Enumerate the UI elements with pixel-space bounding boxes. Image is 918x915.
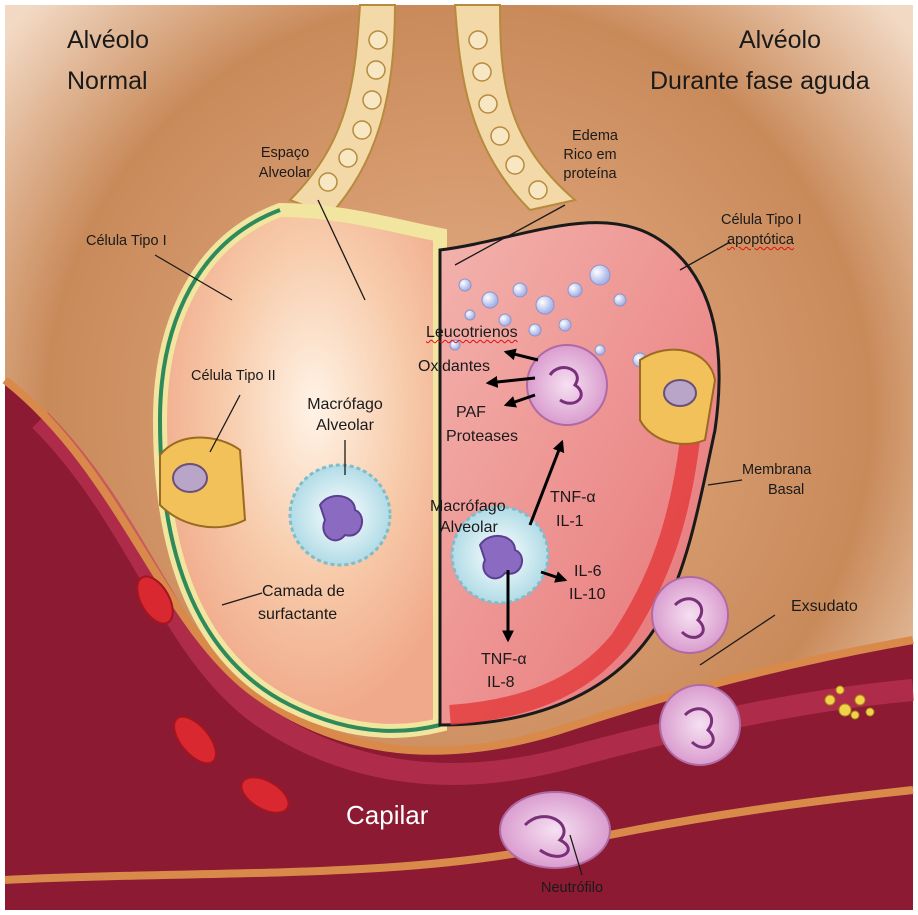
label-oxidantes: Oxidantes (418, 357, 490, 376)
label-tnf-il1-line2: IL-1 (556, 512, 584, 531)
macrophage-normal (290, 465, 390, 565)
label-macrofago-acute-line1: Macrófago (430, 497, 506, 516)
label-leucotrienos: Leucotrienos (426, 323, 518, 342)
label-celula-tipo1-apop-line1: Célula Tipo I (721, 212, 802, 229)
label-camada-line1: Camada de (262, 582, 345, 601)
label-espaco-line1: Espaço (245, 145, 325, 162)
label-edema-line1: Edema (555, 128, 635, 145)
label-celula-tipo2: Célula Tipo II (191, 368, 276, 385)
title-normal-line2: Normal (67, 66, 148, 96)
label-il10: IL-10 (569, 585, 605, 604)
label-celula-tipo1-apop-line2: apoptótica (727, 232, 794, 249)
label-espaco-line2: Alveolar (245, 165, 325, 182)
label-membrana-line1: Membrana (742, 462, 811, 479)
label-macrofago-acute-line2: Alveolar (440, 518, 498, 537)
title-acute-line1: Alvéolo (705, 25, 855, 55)
label-tnf-il8-line1: TNF-α (481, 650, 527, 669)
label-camada-line2: surfactante (258, 605, 337, 624)
label-tnf-il1-line1: TNF-α (550, 488, 596, 507)
label-macrofago-normal-line2: Alveolar (290, 416, 400, 435)
label-neutrofilo: Neutrófilo (541, 880, 603, 897)
label-capilar: Capilar (346, 800, 428, 831)
label-edema-line2: Rico em (545, 147, 635, 164)
title-acute-line2: Durante fase aguda (650, 66, 870, 96)
type-ii-cell-acute (640, 350, 715, 444)
label-membrana-line2: Basal (768, 482, 804, 499)
label-macrofago-normal-line1: Macrófago (290, 395, 400, 414)
label-celula-tipo1: Célula Tipo I (86, 233, 167, 250)
label-proteases: Proteases (446, 427, 518, 446)
type-ii-cell (160, 438, 245, 528)
label-edema-line3: proteína (545, 166, 635, 183)
title-normal-line1: Alvéolo (67, 25, 149, 55)
label-tnf-il8-line2: IL-8 (487, 673, 515, 692)
label-paf: PAF (456, 403, 486, 422)
label-exsudato: Exsudato (791, 597, 858, 616)
label-il6: IL-6 (574, 562, 602, 581)
